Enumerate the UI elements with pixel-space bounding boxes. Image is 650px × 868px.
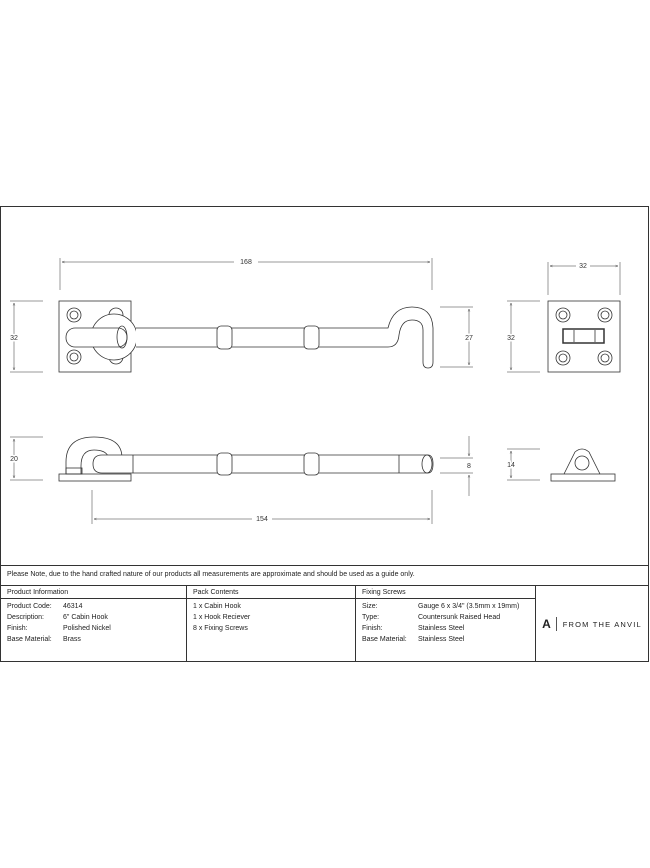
dim-plate-height: 32 [10,335,18,342]
info-row: Product Code: 46314 [7,603,186,614]
info-label: Finish: [7,625,28,632]
screw-label: Finish: [362,625,383,632]
info-value: 6" Cabin Hook [63,614,108,621]
screw-row: Type: Countersunk Raised Head [362,614,535,625]
pack-contents: Pack Contents 1 x Cabin Hook 1 x Hook Re… [186,586,356,662]
hook-top-view [58,300,434,373]
pack-item: 1 x Cabin Hook [193,603,241,610]
dim-hook-height: 27 [465,335,473,342]
info-value: 46314 [63,603,83,610]
dim-bar-diameter: 8 [467,463,471,470]
logo-divider [555,617,557,631]
screw-value: Countersunk Raised Head [418,614,501,621]
dim-receiver-side-height: 14 [507,462,515,469]
screw-value: Gauge 6 x 3/4" (3.5mm x 19mm) [418,603,520,610]
disclaimer-note: Please Note, due to the hand crafted nat… [0,565,649,586]
brand-logo: A FROM THE ANVIL [535,586,649,662]
info-value: Brass [63,636,81,643]
product-information: Product Information Product Code: 46314 D… [0,586,187,662]
screw-row: Base Material: Stainless Steel [362,636,535,647]
screw-label: Size: [362,603,378,610]
info-label: Description: [7,614,44,621]
info-row: Description: 6" Cabin Hook [7,614,186,625]
receiver-side-view [550,448,616,482]
product-information-title: Product Information [0,586,186,599]
dim-bar-length: 154 [256,516,268,523]
info-value: Polished Nickel [63,625,111,632]
dim-side-height: 20 [10,456,18,463]
screw-value: Stainless Steel [418,625,465,632]
pack-item: 1 x Hook Reciever [193,614,251,621]
pack-contents-title: Pack Contents [186,586,355,599]
fixing-screws-title: Fixing Screws [355,586,535,599]
drawing-frame [0,206,649,662]
fixing-screws: Fixing Screws Size: Gauge 6 x 3/4" (3.5mm… [355,586,536,662]
dim-top-length: 168 [240,259,252,266]
anvil-logo-icon: A [542,617,551,631]
info-label: Base Material: [7,636,52,643]
screw-label: Type: [362,614,380,621]
screw-row: Size: Gauge 6 x 3/4" (3.5mm x 19mm) [362,603,535,614]
screw-row: Finish: Stainless Steel [362,625,535,636]
receiver-top-view [547,300,621,373]
pack-item: 8 x Fixing Screws [193,625,248,632]
screw-label: Base Material: [362,636,407,643]
brand-name: FROM THE ANVIL [562,619,642,629]
info-row: Base Material: Brass [7,636,186,647]
info-label: Product Code: [7,603,52,610]
screw-value: Stainless Steel [418,636,465,643]
dim-receiver-width: 32 [579,263,587,270]
info-row: Finish: Polished Nickel [7,625,186,636]
dim-receiver-height: 32 [507,335,515,342]
hook-side-view [58,436,434,482]
